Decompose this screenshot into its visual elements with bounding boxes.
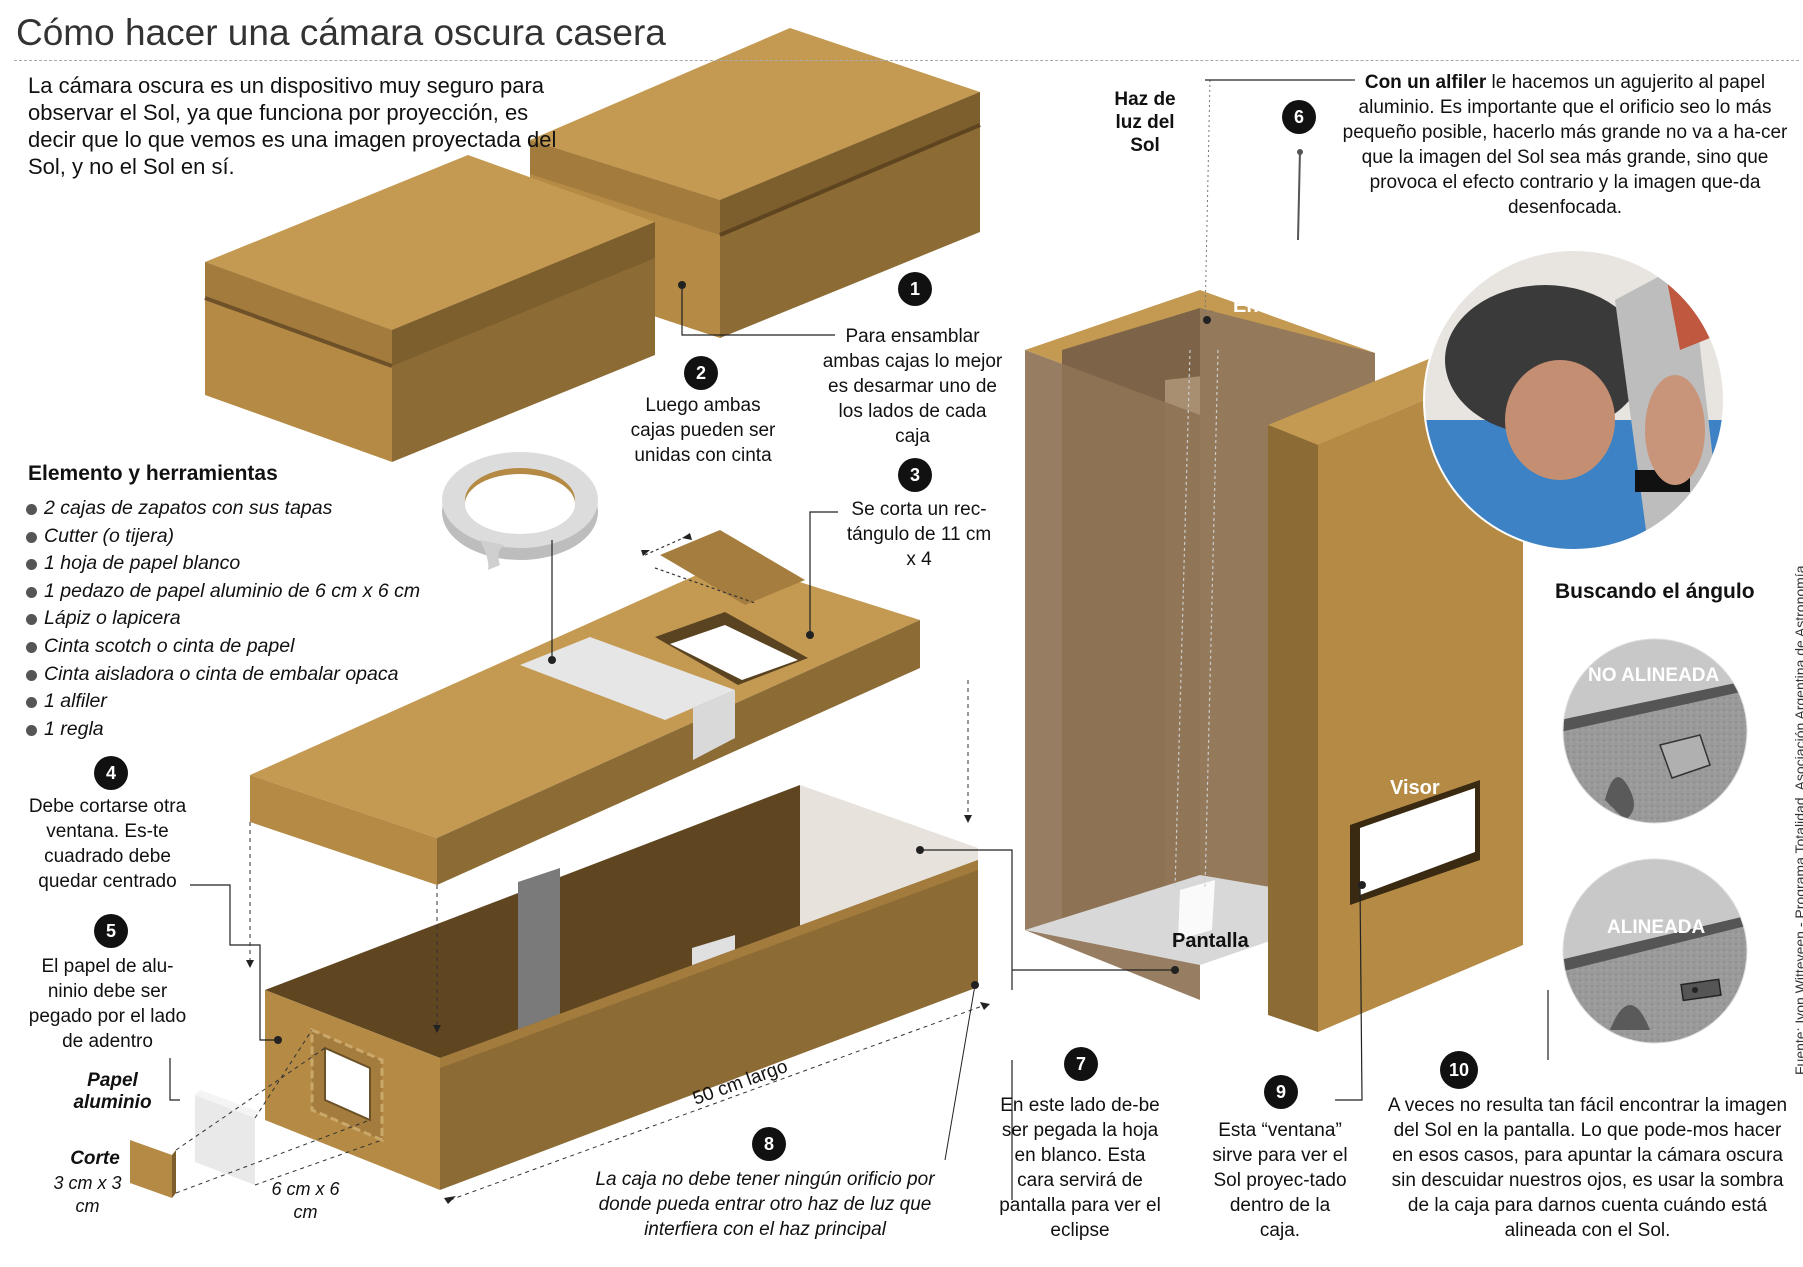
tool-item: 1 hoja de papel blanco bbox=[26, 550, 420, 578]
foil-size: 6 cm x 6 cm bbox=[271, 1179, 340, 1222]
tool-item: Lápiz o lapicera bbox=[26, 605, 420, 633]
step-6-body: le hacemos un agujerito al papel alumini… bbox=[1342, 72, 1788, 218]
step-8-badge: 8 bbox=[752, 1127, 786, 1161]
sun-beam-label: Haz de luz del Sol bbox=[1114, 89, 1176, 156]
step-1-badge: 1 bbox=[898, 272, 932, 306]
tools-list: 2 cajas de zapatos con sus tapas Cutter … bbox=[26, 495, 420, 743]
arrowheads bbox=[246, 533, 990, 1204]
tool-item: Cinta aisladora o cinta de embalar opaca bbox=[26, 661, 420, 689]
tip-aligned-image bbox=[1563, 859, 1747, 1043]
step-2-text: Luego ambas cajas pueden ser unidas con … bbox=[630, 395, 776, 466]
step-10-badge: 10 bbox=[1440, 1051, 1478, 1089]
step-6-badge: 6 bbox=[1282, 100, 1316, 134]
aligned-label: ALINEADA bbox=[1607, 917, 1706, 938]
source-credit: Fuente: Ivon Witteveen - Programa Totali… bbox=[1792, 565, 1803, 1075]
tools-heading: Elemento y herramientas bbox=[28, 462, 278, 485]
step-7-text: En este lado de-be ser pegada la hoja en… bbox=[999, 1095, 1161, 1241]
step-5-badge: 5 bbox=[94, 914, 128, 948]
tool-item: 1 pedazo de papel aluminio de 6 cm x 6 c… bbox=[26, 578, 420, 606]
step-1-text: Para ensamblar ambas cajas lo mejor es d… bbox=[822, 326, 1003, 447]
viewer-label: Visor bbox=[1390, 777, 1440, 799]
tip-not-aligned-image bbox=[1563, 639, 1747, 823]
cut-size: 3 cm x 3 cm bbox=[53, 1173, 122, 1216]
step-7-badge: 7 bbox=[1064, 1047, 1098, 1081]
step-6-text: Con un alfiler le hacemos un agujerito a… bbox=[1340, 70, 1790, 220]
cut-square bbox=[130, 1140, 176, 1198]
intro-text: La cámara oscura es un dispositivo muy s… bbox=[28, 73, 557, 179]
page-title: Cómo hacer una cámara oscura casera bbox=[16, 12, 666, 53]
dashed-guides bbox=[175, 680, 986, 1201]
long-box bbox=[265, 785, 978, 1190]
step-10-text: A veces no resulta tan fácil encontrar l… bbox=[1387, 1095, 1788, 1241]
step-4-text: Debe cortarse otra ventana. Es-te cuadra… bbox=[28, 796, 187, 892]
title-divider bbox=[14, 60, 1799, 61]
step-4-badge: 4 bbox=[94, 756, 128, 790]
angle-heading: Buscando el ángulo bbox=[1555, 580, 1755, 603]
step-9-text: Esta “ventana” sirve para ver el Sol pro… bbox=[1212, 1120, 1348, 1241]
tool-item: 2 cajas de zapatos con sus tapas bbox=[26, 495, 420, 523]
pin bbox=[1297, 149, 1303, 241]
step-8-text: La caja no debe tener ningún orificio po… bbox=[595, 1169, 935, 1240]
not-aligned-label: NO ALINEADA bbox=[1588, 665, 1720, 686]
tool-item: 1 alfiler bbox=[26, 688, 420, 716]
step-3-badge: 3 bbox=[898, 458, 932, 492]
long-lid bbox=[250, 530, 920, 885]
step-5-text: El papel de alu-ninio debe ser pegado po… bbox=[28, 956, 187, 1052]
leader-lines bbox=[169, 79, 1549, 1200]
step-3-text: Se corta un rec-tángulo de 11 cm x 4 bbox=[846, 499, 992, 570]
leader-dots bbox=[274, 281, 1698, 1044]
step-2-badge: 2 bbox=[684, 356, 718, 390]
shoebox-left bbox=[204, 155, 655, 462]
foil-sheet bbox=[195, 1090, 260, 1185]
tape-roll bbox=[442, 452, 598, 570]
step-9-badge: 9 bbox=[1264, 1075, 1298, 1109]
screen-label: Pantalla bbox=[1172, 930, 1249, 952]
tool-item: Cutter (o tijera) bbox=[26, 523, 420, 551]
tool-item: Cinta scotch o cinta de papel bbox=[26, 633, 420, 661]
foil-label: Papel aluminio bbox=[73, 1070, 152, 1113]
step-6-lead: Con un alfiler bbox=[1364, 72, 1487, 93]
cut-label: Corte bbox=[70, 1148, 120, 1169]
tool-item: 1 regla bbox=[26, 716, 420, 744]
lid-dimension-arrows bbox=[644, 534, 756, 604]
entrance-label: Entrada bbox=[1233, 295, 1308, 317]
